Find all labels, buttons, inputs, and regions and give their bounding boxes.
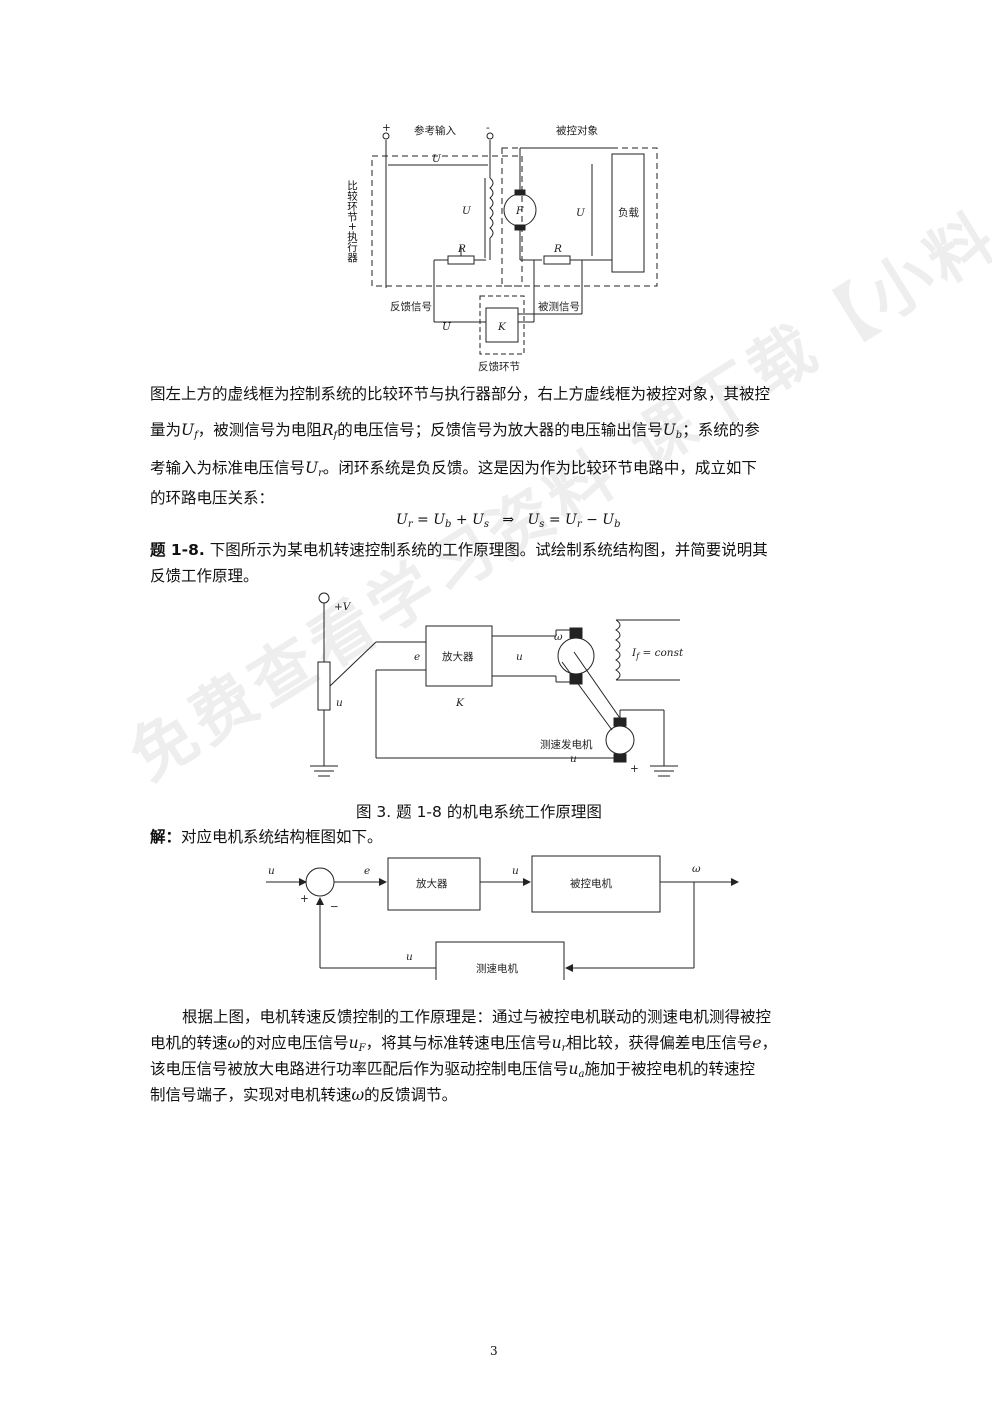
problem-line-2: 反馈工作原理。 [150,567,259,585]
ur-label-2: u [336,697,343,709]
figure-2-caption: 图 3. 题 1-8 的机电系统工作原理图 [356,803,602,821]
plus-label: + [382,122,391,134]
rf-label: R [553,243,562,255]
motor-f-label: F [515,205,524,217]
controlled-object-box [501,147,658,287]
minus-label: - [486,122,490,134]
bd-uf-label: u [406,951,413,963]
figure-2-motor-system: +V e 放大器 u K ω If = const u 测速发电机 u + [310,592,684,777]
bd-tacho-label: 测速电机 [476,962,518,975]
uf-label: U [576,207,586,219]
omega-label: ω [554,631,563,643]
bd-plus-label: + [300,893,309,905]
measured-signal-label: 被测信号 [538,300,580,313]
paragraph-2-line-4: 制信号端子，实现对电机转速ω的反馈调节。 [150,1086,458,1104]
problem-label: 题 1-8. [150,541,205,559]
ur-label: U [432,153,442,165]
ka-label: K [455,697,465,709]
solution-line: 解：对应电机系统结构框图如下。 [150,828,383,846]
paragraph-1-line-3: 考输入为标准电压信号Ur。闭环系统是负反馈。这是因为作为比较环节电路中，成立如下 [150,459,757,479]
feedback-signal-label: 反馈信号 [390,300,432,313]
solution-label: 解： [150,828,182,846]
page-number: 3 [490,1344,498,1358]
bd-motor-label: 被控电机 [570,877,612,890]
figure-3-block-diagram: u + − e 放大器 u 被控电机 ω u 测速电机 [266,855,739,980]
amplifier-label: 放大器 [442,650,474,663]
paragraph-1-line-2: 量为Uf，被测信号为电阻Rf的电压信号；反馈信号为放大器的电压输出信号Ub；系统… [150,421,760,441]
feedback-box [479,295,525,355]
if-const-label: If = const [631,647,684,661]
figure-1-circuit: 参考输入 + - 被控对象 U U F U 负载 R R 反馈信号 被测信号 U… [371,122,658,373]
k-block [485,307,519,343]
paragraph-2-line-3: 该电压信号被放大电路进行功率匹配后作为驱动控制电压信号ua施加于被控电机的转速控 [150,1060,755,1080]
bd-amplifier-label: 放大器 [416,877,448,890]
bd-minus-label: − [330,901,339,913]
rr-label: R [457,243,466,255]
ub-label: U [442,321,452,333]
bd-e-label: e [364,865,370,877]
bd-ur-label: u [268,865,275,877]
paragraph-1-line-1: 图左上方的虚线框为控制系统的比较环节与执行器部分，右上方虚线框为被控对象，其被控 [150,385,771,403]
ua-label: u [516,651,523,663]
uf-label-2: u [570,753,577,765]
paragraph-2-line-1: 根据上图，电机转速反馈控制的工作原理是：通过与被控电机联动的测速电机测得被控 [182,1008,772,1026]
paragraph-1-line-4: 的环路电压关系： [150,489,275,507]
feedback-link-label: 反馈环节 [478,360,520,373]
paragraph-2-line-2: 电机的转速ω的对应电压信号uF，将其与标准转速电压信号ur相比较，获得偏差电压信… [150,1034,778,1054]
plus-v-label: +V [334,601,352,613]
problem-line-1: 题 1-8. 下图所示为某电机转速控制系统的工作原理图。试绘制系统结构图，并简要… [150,541,768,559]
controlled-object-label: 被控对象 [556,124,598,137]
tacho-label: 测速发电机 [540,738,593,751]
e-label: e [414,651,420,663]
us-label: U [462,205,472,217]
load-label: 负载 [618,206,639,219]
bd-omega-label: ω [692,863,701,875]
k-label: K [497,321,507,333]
equation: Ur = Ub + Us ⇒ Us = Ur − Ub [396,512,621,530]
compare-actuator-box [371,155,523,287]
tacho-plus-label: + [630,763,639,775]
ref-input-label: 参考输入 [414,124,456,137]
bd-ua-label: u [512,865,519,877]
left-box-vertical-label: 比较环节+执行器 [346,180,358,263]
